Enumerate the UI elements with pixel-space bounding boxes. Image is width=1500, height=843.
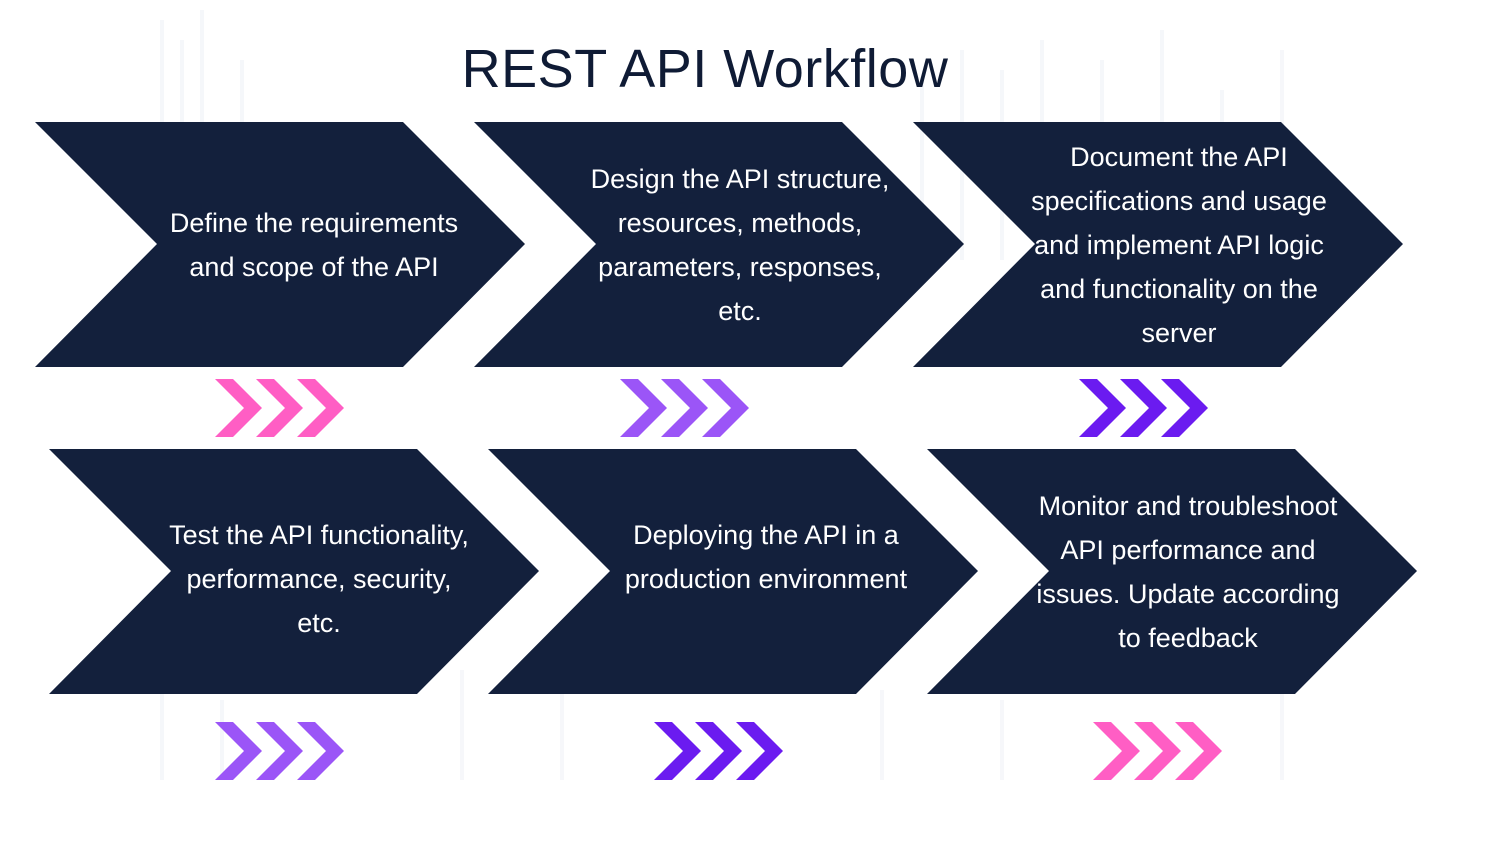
step-text: Design the API structure, resources, met… xyxy=(590,163,890,326)
chevron-group-4 xyxy=(215,722,344,780)
step-chevron-shape xyxy=(49,449,539,694)
chevron-polygon xyxy=(35,122,525,367)
double-chevron-icon xyxy=(215,722,262,780)
double-chevron-icon xyxy=(654,722,701,780)
chevron-polygon xyxy=(913,122,1403,367)
chevron-group-1 xyxy=(215,379,344,437)
chevron-polygon xyxy=(49,449,539,694)
double-chevron-icon xyxy=(297,379,344,437)
step-text: Define the requirements and scope of the… xyxy=(169,207,459,282)
double-chevron-icon xyxy=(256,379,303,437)
double-chevron-icon xyxy=(620,379,667,437)
double-chevron-icon xyxy=(1134,722,1181,780)
workflow-step-6: Monitor and troubleshoot API performance… xyxy=(927,449,1417,694)
chevron-group-6 xyxy=(1093,722,1222,780)
diagram-title: REST API Workflow xyxy=(461,39,949,99)
step-chevron-shape xyxy=(35,122,525,367)
workflow-step-5: Deploying the API in a production enviro… xyxy=(488,449,978,694)
workflow-step-2: Design the API structure, resources, met… xyxy=(474,122,964,367)
step-chevron-shape xyxy=(474,122,964,367)
chevron-polygon xyxy=(927,449,1417,694)
step-chevron-shape xyxy=(927,449,1417,694)
step-text: Monitor and troubleshoot API performance… xyxy=(1036,490,1340,653)
double-chevron-icon xyxy=(297,722,344,780)
double-chevron-icon xyxy=(256,722,303,780)
double-chevron-icon xyxy=(1079,379,1126,437)
workflow-step-3: Document the API specifications and usag… xyxy=(913,122,1403,367)
double-chevron-icon xyxy=(1161,379,1208,437)
double-chevron-icon xyxy=(1093,722,1140,780)
double-chevron-icon xyxy=(736,722,783,780)
chevron-group-3 xyxy=(1079,379,1208,437)
step-text: Document the API specifications and usag… xyxy=(1031,141,1327,348)
step-text: Test the API functionality, performance,… xyxy=(169,520,469,638)
workflow-step-4: Test the API functionality, performance,… xyxy=(49,449,539,694)
double-chevron-icon xyxy=(1175,722,1222,780)
chevron-group-2 xyxy=(620,379,749,437)
double-chevron-icon xyxy=(215,379,262,437)
step-text: Deploying the API in a production enviro… xyxy=(624,520,908,594)
double-chevron-icon xyxy=(695,722,742,780)
double-chevron-icon xyxy=(661,379,708,437)
chevron-group-5 xyxy=(654,722,783,780)
workflow-step-1: Define the requirements and scope of the… xyxy=(35,122,525,367)
chevron-polygon xyxy=(488,449,978,694)
double-chevron-icon xyxy=(1120,379,1167,437)
double-chevron-icon xyxy=(702,379,749,437)
step-chevron-shape xyxy=(488,449,978,694)
step-chevron-shape xyxy=(913,122,1403,367)
chevron-polygon xyxy=(474,122,964,367)
